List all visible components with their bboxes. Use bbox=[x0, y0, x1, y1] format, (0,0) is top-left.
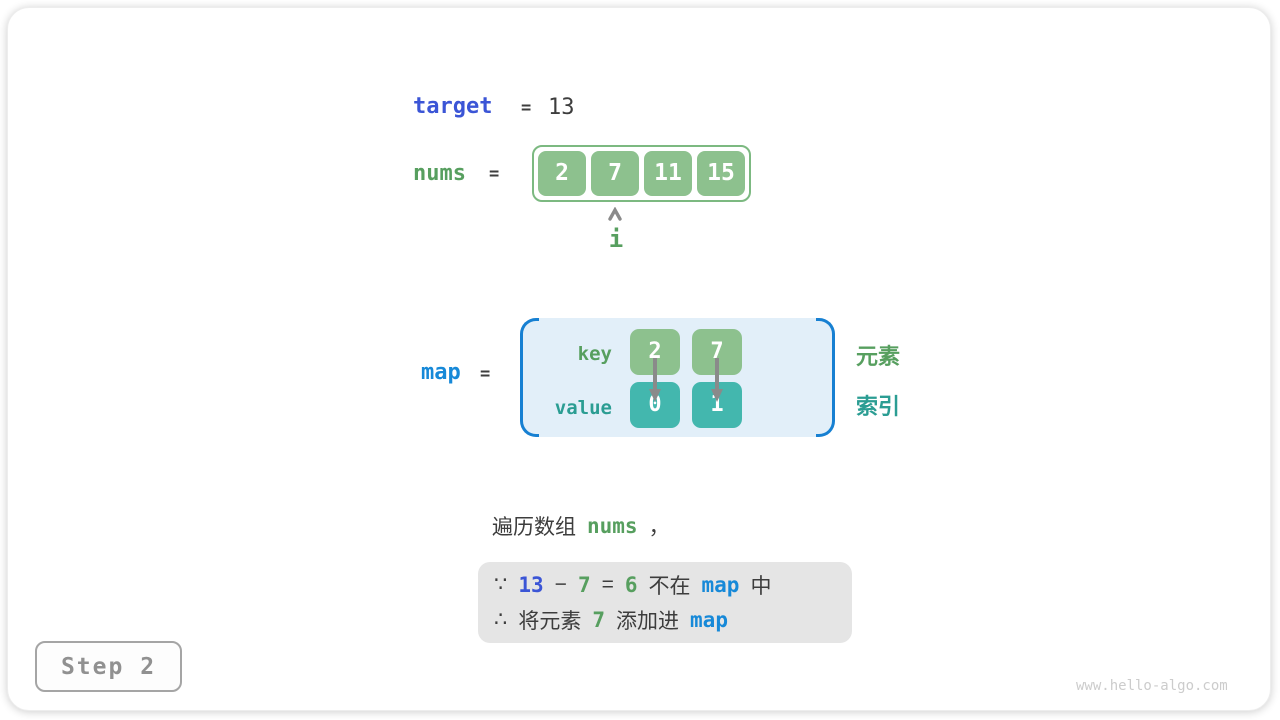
note-add-suffix-text: 添加进 bbox=[616, 609, 680, 633]
nums-array-cell: 2 bbox=[538, 151, 586, 196]
reasoning-note-box: ∵ 13 − 7 = 6 不在 map 中 ∴ 将元素 7 添加进 map bbox=[478, 562, 852, 643]
index-pointer-label: i bbox=[608, 225, 624, 253]
caption-line: 遍历数组 nums ， bbox=[492, 511, 670, 541]
nums-array-cell: 7 bbox=[591, 151, 639, 196]
key-to-value-arrow-icon bbox=[711, 358, 723, 402]
note-added-value: 7 bbox=[592, 607, 606, 632]
map-variable-label: map bbox=[421, 360, 461, 385]
map-value-row-label: value bbox=[554, 397, 612, 419]
note-map-code: map bbox=[690, 607, 728, 632]
because-symbol: ∵ bbox=[494, 573, 508, 596]
caret-up-icon bbox=[608, 207, 622, 221]
note-map-code: map bbox=[701, 572, 740, 597]
step-badge: Step 2 bbox=[35, 641, 182, 692]
website-watermark: www.hello-algo.com bbox=[1076, 678, 1228, 694]
map-key-cell: 7 bbox=[692, 329, 742, 375]
note-add-prefix-text: 将元素 bbox=[518, 609, 582, 633]
reasoning-line-therefore: ∴ 将元素 7 添加进 map bbox=[494, 602, 852, 637]
reasoning-line-because: ∵ 13 − 7 = 6 不在 map 中 bbox=[494, 567, 852, 602]
note-target-value: 13 bbox=[518, 572, 544, 597]
value-row-annotation: 索引 bbox=[856, 394, 901, 419]
target-value: 13 bbox=[548, 95, 575, 120]
map-equals-sign: = bbox=[480, 364, 491, 384]
note-element-value: 7 bbox=[577, 572, 591, 597]
nums-equals-sign: = bbox=[489, 164, 500, 184]
caption-text-after: ， bbox=[648, 516, 670, 539]
nums-array-cell: 11 bbox=[644, 151, 692, 196]
target-variable-label: target bbox=[413, 94, 493, 119]
caption-nums-code: nums bbox=[587, 514, 638, 538]
therefore-symbol: ∴ bbox=[494, 608, 508, 631]
minus-sign: − bbox=[554, 572, 567, 596]
note-not-in-text: 不在 bbox=[648, 574, 691, 598]
nums-array-cell: 15 bbox=[697, 151, 745, 196]
nums-array: 2 7 11 15 bbox=[532, 145, 751, 202]
key-row-annotation: 元素 bbox=[856, 344, 901, 369]
map-container: key value 2 7 0 1 bbox=[520, 318, 835, 437]
map-key-row-label: key bbox=[577, 343, 612, 365]
caption-text-before: 遍历数组 bbox=[492, 516, 576, 539]
note-equals-sign: = bbox=[601, 572, 614, 596]
target-equals-sign: = bbox=[521, 98, 532, 118]
key-to-value-arrow-icon bbox=[649, 358, 661, 402]
nums-variable-label: nums bbox=[413, 161, 466, 186]
note-difference-value: 6 bbox=[624, 572, 638, 597]
note-in-suffix-text: 中 bbox=[750, 574, 772, 598]
